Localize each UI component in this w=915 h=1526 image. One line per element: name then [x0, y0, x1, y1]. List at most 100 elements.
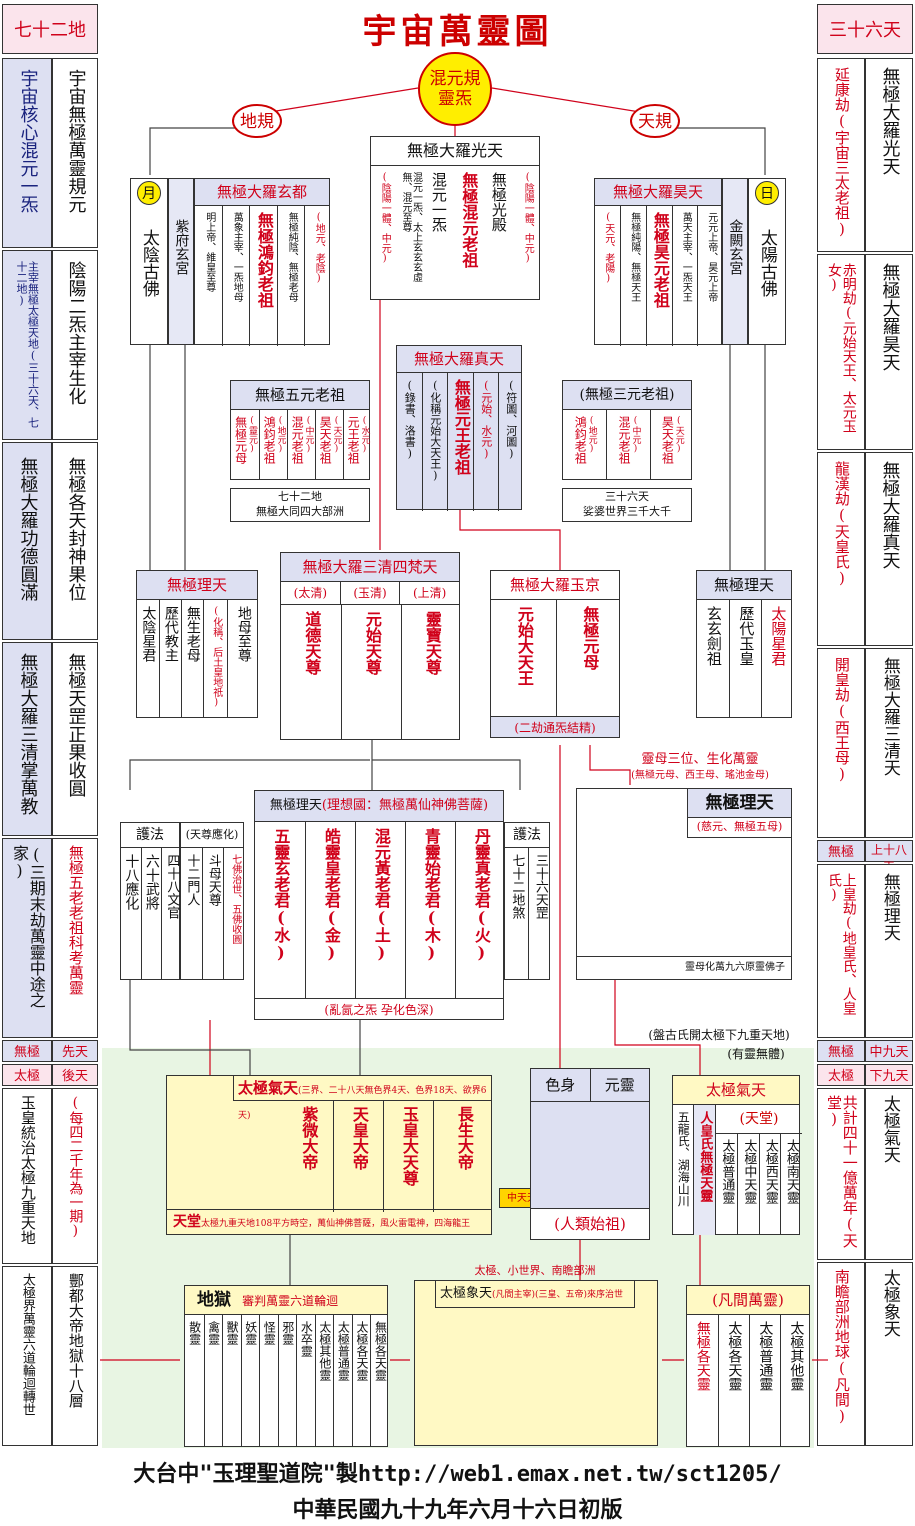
jinque-text: 金闕玄宮: [727, 219, 744, 275]
left-panel-1b: 宇宙無極萬靈規元: [52, 58, 98, 248]
zifu-box: 紫府玄宮: [168, 178, 194, 345]
left-lower-2b: 酆都大帝地獄十八層: [52, 1266, 98, 1446]
wuyuan-foot1: 七十二地: [278, 490, 322, 503]
left-panel-3a: 無極大羅功德圓滿: [2, 442, 52, 640]
diyu-col-10: 太極各天靈: [351, 1315, 371, 1447]
wuyuan-col-4: 昊天老祖(天元): [315, 410, 343, 480]
wuyuan-sub-4: (天元): [331, 416, 342, 454]
pangu-note: (盤古氏開太極下九重天地): [648, 1028, 790, 1042]
sanqing-head-1: (太清): [293, 586, 328, 600]
taiji-qitian-box: 太極氣天(三界、二十八天無色界4天、色界18天、欲界6天) 紫微大帝 天皇大帝 …: [166, 1075, 555, 1235]
hufa-left-box: 護法 十八應化 六十武將 四十八文官: [120, 822, 180, 980]
zhentian-a: (符圖、河圖): [504, 379, 518, 460]
left-panel-4a-text: 無極大羅三清掌萬教: [17, 653, 39, 815]
right-panel-2b-text: 無極大羅昊天: [879, 263, 901, 371]
wuji-litian-main-5: 丹靈真老君(火): [471, 828, 491, 962]
litian-left-col1: 太陰星君: [140, 606, 157, 662]
taiji-qitian-main-2: 天皇大帝: [349, 1106, 369, 1170]
sanyuan-col-3: 昊天老祖(天元): [649, 410, 693, 480]
right-label-taiji: 太極: [817, 1064, 865, 1086]
right-panel-2b: 無極大羅昊天: [865, 254, 913, 450]
hufa-right-col1: 七十二地煞: [509, 854, 525, 919]
left-panel-4b-text: 無極天罡正果收圓: [65, 653, 87, 797]
page-title: 宇宙萬靈圖: [362, 12, 553, 52]
xuandu-d: 萬象主宰、一炁地母: [231, 212, 243, 302]
jinque-box: 金闕玄宮: [722, 178, 748, 345]
zhentian-b: (元始、水元): [479, 379, 493, 460]
tianzun-box: (天尊應化) 十二門人 斗母天尊 七佛治世、五佛收圓: [180, 822, 244, 980]
taiji-right-col5: 太極西天靈: [762, 1139, 778, 1204]
wuyuan-item-1: 無極元母: [233, 416, 248, 464]
taiji-qitian-title: 太極氣天: [238, 1079, 299, 1097]
taiji-qitian-header: 太極氣天(三界、二十八天無色界4天、色界18天、欲界6天): [233, 1076, 491, 1121]
diyu-col-11: 無極各天靈: [370, 1315, 389, 1447]
right-panel-1b: 無極大羅光天: [865, 58, 913, 252]
haotian-main: 無極昊元老祖: [650, 212, 670, 308]
litian-right-title: 無極理天: [697, 571, 791, 600]
wuji-litian-main-1: 五靈玄老君(水): [271, 828, 291, 962]
sanyuan-sub-3: (天元): [673, 416, 684, 454]
guangtian-title: 無極大羅光天: [371, 137, 539, 166]
sanyuan-sub-1: (地元): [586, 416, 597, 454]
right-lower-2a: 南瞻部洲地球(凡間): [817, 1262, 865, 1446]
wuyuan-sub-1: (靈元): [247, 416, 258, 454]
right-panel-1a-text: 延康劫(宇宙三太老祖): [832, 67, 851, 238]
left-label-wuji: 無極: [2, 1040, 52, 1062]
sanyuan-title: (無極三元老祖): [563, 381, 691, 410]
youling-note: (有靈無體): [727, 1047, 785, 1061]
sanyuan-col-2: 混元老祖(中元): [606, 410, 649, 480]
hufa-left-col3: 四十八文官: [164, 854, 180, 919]
right-panel-3a-text: 龍漢劫(天皇氏): [832, 461, 851, 587]
wuyuan-sub-5: (水元): [359, 416, 370, 454]
guangtian-right: (陰陽一體、中元): [522, 172, 534, 264]
right-lower-1b-text: 太極氣天: [879, 1095, 900, 1163]
wuji-litian-header: 無極理天(理想國：無極萬仙神佛菩薩): [255, 791, 503, 822]
sanyuan-item-2: 混元老祖: [617, 416, 632, 464]
right-lower-1a: 共計四十一億萬年(天堂): [817, 1088, 865, 1260]
left-panel-4a: 無極大羅三清掌萬教: [2, 642, 52, 836]
taiji-qitian-foot-title: 天堂: [173, 1214, 201, 1230]
sanyuan-box: (無極三元老祖) 鴻鈞老祖(地元)混元老祖(中元)昊天老祖(天元): [562, 380, 692, 480]
fanjian-col1: 無極各天靈: [694, 1321, 711, 1391]
right-panel-3a: 龍漢劫(天皇氏): [817, 452, 865, 646]
left-panel-3a-text: 無極大羅功德圓滿: [17, 457, 39, 601]
xuandu-b: 無極純陰、無極老母: [286, 212, 298, 302]
wuyuan-title: 無極五元老祖: [231, 381, 369, 410]
right-panel-3b: 無極大羅真天: [865, 452, 913, 646]
diyu-col-5: 怪靈: [259, 1315, 278, 1447]
right-panel-4a: 開皇劫(西王母): [817, 648, 865, 838]
taiji-right-box: 太極氣天 五龍氏、湖海山川 人皇氏無極天靈 (天堂) 太極普通靈 太極中天靈 太…: [672, 1075, 802, 1235]
wuji-litian-box: 無極理天(理想國：無極萬仙神佛菩薩) 五靈玄老君(水) 皓靈皇老君(金) 混元黃…: [254, 790, 504, 1020]
sanyuan-item-3: 昊天老祖: [660, 416, 675, 464]
diyu-col-9: 太極普通靈: [333, 1315, 352, 1447]
wuyuan-box: 無極五元老祖 無極元母(靈元)鴻鈞老祖(地元)混元老祖(中元)昊天老祖(天元)元…: [230, 380, 370, 480]
litian-left-col3: 無生老母: [184, 606, 201, 662]
taiji-right-tiantang: (天堂): [715, 1105, 802, 1134]
left-lower-1a-text: 玉皇統治太極九重天地: [18, 1095, 37, 1245]
right-lower-2b: 太極象天: [865, 1262, 913, 1446]
tianzun-col2: 斗母天尊: [205, 854, 221, 906]
heaven-rule-node: 天規: [630, 104, 680, 138]
taiji-qitian-main-1: 紫微大帝: [299, 1106, 319, 1170]
zhentian-box: 無極大羅真天 (錄書、洛書) (化稱元始大天王) 無極元王老祖 (元始、水元) …: [396, 345, 522, 511]
diyu-item-5: 怪靈: [262, 1321, 277, 1345]
diyu-title: 地獄: [197, 1290, 231, 1310]
diyu-item-2: 禽靈: [206, 1321, 221, 1345]
yujing-foot: (二劫通炁結精): [491, 716, 619, 739]
diyu-item-9: 太極普通靈: [336, 1321, 351, 1381]
hufa-left-title: 護法: [121, 823, 179, 848]
wuyuan-foot: 七十二地 無極大同四大部洲: [230, 488, 370, 522]
lingmu-sub: (無極元母、西王母、瑤池金母): [631, 770, 769, 781]
litian-left-note: (化稱、后土皇地祇): [210, 606, 222, 708]
sanqing-heads: (太清) (玉清) (上清): [281, 582, 459, 605]
wuyuan-item-2: 鴻鈞老祖: [262, 416, 277, 464]
left-lower-2a-text: 太極界萬靈六道輪迴轉世: [19, 1273, 35, 1416]
sanyuan-col-1: 鴻鈞老祖(地元): [563, 410, 606, 480]
left-panel-1a-text: 宇宙核心混元一炁: [17, 69, 39, 213]
right-label-xiajiu: 下九天: [865, 1064, 913, 1086]
taiji-right-col1: 五龍氏、湖海山川: [676, 1111, 691, 1207]
right-panel-2a-text: 赤明劫(元始天王、太元玉女): [826, 263, 857, 433]
litian-small-sub: (慈元、無極五母): [687, 817, 791, 838]
sanqing-head-3: (上清): [399, 582, 459, 604]
footer-line-1: 大台中"玉理聖道院"製http://web1.emax.net.tw/sct12…: [133, 1462, 782, 1487]
